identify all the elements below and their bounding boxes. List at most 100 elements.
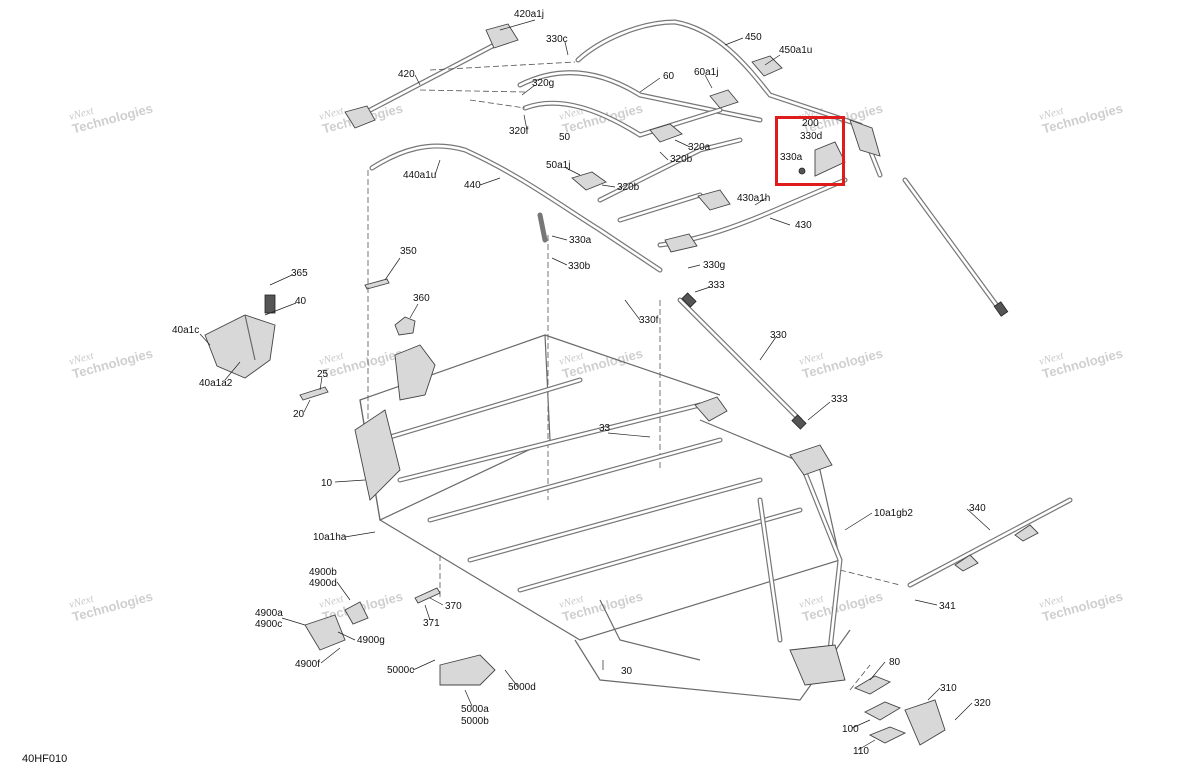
callout-5000c: 5000c bbox=[387, 665, 414, 676]
callout-40: 40 bbox=[295, 296, 307, 307]
callout-200: 200 bbox=[802, 118, 819, 129]
callout-4900g: 4900g bbox=[357, 635, 385, 646]
part-360 bbox=[394, 316, 416, 336]
highlight-box bbox=[775, 116, 846, 186]
callout-330f: 330f bbox=[639, 315, 659, 326]
watermark: vNext Technologies bbox=[798, 588, 885, 624]
svg-text:Technologies: Technologies bbox=[561, 588, 645, 624]
watermark: vNext Technologies bbox=[68, 345, 155, 381]
svg-text:Technologies: Technologies bbox=[71, 345, 155, 381]
callout-10a1ha: 10a1ha bbox=[313, 532, 347, 543]
part-370-371 bbox=[414, 587, 441, 604]
callout-5000d: 5000d bbox=[508, 682, 536, 693]
callout-420a1j: 420a1j bbox=[514, 9, 544, 20]
strut-330 bbox=[677, 292, 807, 430]
callout-333-top: 333 bbox=[708, 280, 725, 291]
callout-320: 320 bbox=[974, 698, 991, 709]
part-20-25 bbox=[299, 386, 329, 401]
bracket-320b bbox=[571, 171, 607, 191]
callout-450a1u: 450a1u bbox=[779, 45, 812, 56]
skid-5000 bbox=[439, 654, 496, 686]
watermark: vNext Technologies bbox=[1038, 345, 1125, 381]
callout-80: 80 bbox=[889, 657, 901, 668]
callout-5000a: 5000a bbox=[461, 704, 489, 715]
part-350 bbox=[364, 278, 390, 290]
callout-341: 341 bbox=[939, 601, 956, 612]
callout-370: 370 bbox=[445, 601, 462, 612]
watermark: vNext Technologies bbox=[558, 345, 645, 381]
callout-labels: 420a1j 330c 450 450a1u 420 60 60a1j 320g… bbox=[172, 9, 991, 757]
callout-60a1j: 60a1j bbox=[694, 67, 718, 78]
bracket-320a bbox=[697, 189, 731, 211]
svg-text:Technologies: Technologies bbox=[1041, 100, 1125, 136]
bracket-310 bbox=[904, 699, 946, 746]
bracket-40 bbox=[204, 294, 276, 379]
watermark: vNext Technologies bbox=[68, 588, 155, 624]
watermark: vNext Technologies bbox=[798, 345, 885, 381]
callout-10: 10 bbox=[321, 478, 333, 489]
tube-440 bbox=[369, 137, 743, 273]
callout-4900d: 4900d bbox=[309, 578, 337, 589]
figure-code: 40HF010 bbox=[22, 753, 67, 765]
brackets-80-100-110 bbox=[853, 675, 907, 744]
tube-430 bbox=[657, 177, 848, 253]
svg-text:Technologies: Technologies bbox=[801, 588, 885, 624]
callout-5000b: 5000b bbox=[461, 716, 489, 727]
roll-cage-assembly bbox=[344, 19, 1009, 430]
callout-320b: 320b bbox=[617, 182, 640, 193]
callout-4900f: 4900f bbox=[295, 659, 320, 670]
callout-50: 50 bbox=[559, 132, 571, 143]
callout-310: 310 bbox=[940, 683, 957, 694]
callout-60: 60 bbox=[663, 71, 675, 82]
svg-text:Technologies: Technologies bbox=[1041, 588, 1125, 624]
bracket-4900 bbox=[304, 601, 369, 651]
svg-text:Technologies: Technologies bbox=[1041, 345, 1125, 381]
tube-450 bbox=[575, 19, 883, 178]
callout-420: 420 bbox=[398, 69, 415, 80]
callout-4900a: 4900a bbox=[255, 608, 283, 619]
svg-text:Technologies: Technologies bbox=[71, 100, 155, 136]
watermark: vNext Technologies bbox=[1038, 100, 1125, 136]
callout-371: 371 bbox=[423, 618, 440, 629]
callout-430a1h: 430a1h bbox=[737, 193, 770, 204]
callout-330g: 330g bbox=[703, 260, 725, 271]
callout-33: 33 bbox=[599, 423, 611, 434]
callout-100: 100 bbox=[842, 724, 859, 735]
tube-60 bbox=[517, 70, 763, 123]
alignment-lines bbox=[367, 61, 901, 691]
callout-320g: 320g bbox=[532, 78, 554, 89]
callout-320f: 320f bbox=[509, 126, 529, 137]
callout-440: 440 bbox=[464, 180, 481, 191]
callout-330d: 330d bbox=[800, 131, 822, 142]
main-frame-10 bbox=[354, 334, 851, 701]
callout-4900b: 4900b bbox=[309, 567, 337, 578]
callout-10a1gb2: 10a1gb2 bbox=[874, 508, 913, 519]
callout-350: 350 bbox=[400, 246, 417, 257]
callout-110: 110 bbox=[853, 746, 869, 757]
callout-25: 25 bbox=[317, 369, 329, 380]
callout-330b: 330b bbox=[568, 261, 591, 272]
callout-330c: 330c bbox=[546, 34, 568, 45]
callout-330a-highlighted: 330a bbox=[780, 152, 803, 163]
callout-320b-top: 320b bbox=[670, 154, 693, 165]
tube-50 bbox=[522, 89, 739, 143]
svg-text:Technologies: Technologies bbox=[801, 345, 885, 381]
callout-330a: 330a bbox=[569, 235, 592, 246]
watermark: vNext Technologies bbox=[1038, 588, 1125, 624]
tube-340 bbox=[907, 497, 1073, 588]
callout-40a1a2: 40a1a2 bbox=[199, 378, 233, 389]
svg-text:Technologies: Technologies bbox=[71, 588, 155, 624]
tube-420 bbox=[344, 23, 519, 129]
callout-340: 340 bbox=[969, 503, 986, 514]
callout-20: 20 bbox=[293, 409, 305, 420]
callout-440a1u: 440a1u bbox=[403, 170, 436, 181]
callout-430: 430 bbox=[795, 220, 812, 231]
callout-450: 450 bbox=[745, 32, 762, 43]
callout-40a1c: 40a1c bbox=[172, 325, 199, 336]
callout-360: 360 bbox=[413, 293, 430, 304]
svg-text:Technologies: Technologies bbox=[561, 345, 645, 381]
callout-50a1j: 50a1j bbox=[546, 160, 570, 171]
callout-30: 30 bbox=[621, 666, 633, 677]
watermark: vNext Technologies bbox=[68, 100, 155, 136]
